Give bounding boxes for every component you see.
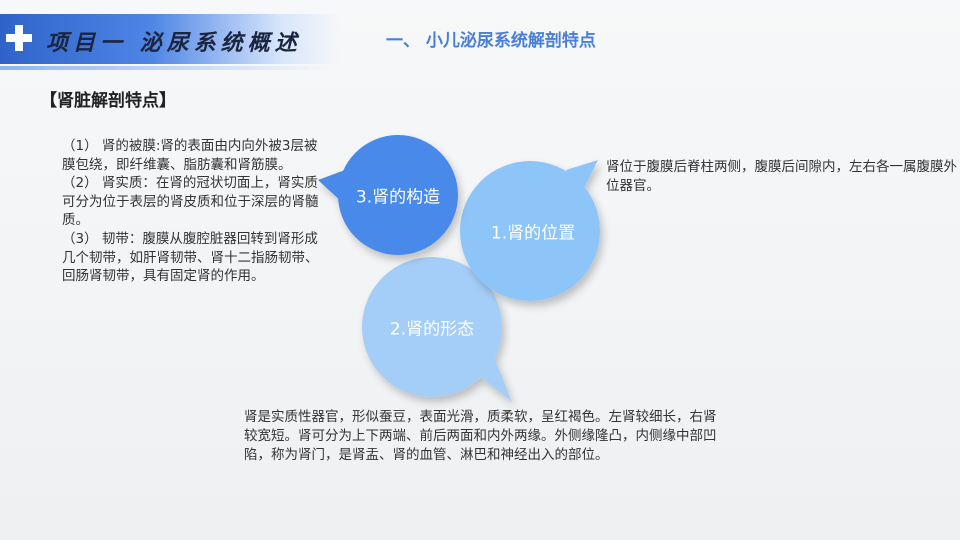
bubble-position-circle (460, 161, 600, 301)
parenchyma-paragraph: （2） 肾实质：在肾的冠状切面上，肾实质可分为位于表层的肾皮质和位于深层的肾髓质… (62, 175, 319, 229)
bubble-structure-tail (318, 170, 345, 204)
capsule-paragraph: （1） 肾的被膜:肾的表面由内向外被3层被膜包绕，即纤维囊、脂肪囊和肾筋膜。 (62, 138, 318, 173)
bubble-label-form: 2.肾的形态 (389, 319, 475, 340)
bubble-form-tail (478, 352, 512, 402)
form-description: 肾是实质性器官，形似蚕豆，表面光滑，质柔软，呈红褐色。左肾较细长，右肾较宽短。肾… (244, 409, 717, 463)
medical-cross-icon (6, 25, 32, 51)
bubble-shape-form (362, 257, 512, 402)
section-title: 项目一 泌尿系统概述 (46, 30, 302, 56)
ligament-paragraph: （3） 韧带：腹膜从腹腔脏器回转到肾形成几个韧带，如肝肾韧带、肾十二指肠韧带、回… (62, 230, 319, 285)
header-band (0, 14, 340, 70)
bubble-structure-circle (338, 135, 458, 255)
position-description: 肾位于腹膜后脊柱两侧，腹膜后间隙内，左右各一属腹膜外位器官。 (606, 159, 957, 194)
subsection-heading: 【肾脏解剖特点】 (40, 91, 176, 111)
structure-description: （1） 肾的被膜:肾的表面由内向外被3层被膜包绕，即纤维囊、脂肪囊和肾筋膜。 （… (62, 137, 324, 286)
sub-title: 一、 小儿泌尿系统解剖特点 (386, 31, 596, 51)
bubble-position-tail (566, 160, 598, 196)
bubble-shape-position (460, 160, 600, 301)
bubble-shape-structure (318, 135, 458, 255)
bubble-label-structure: 3.肾的构造 (355, 187, 441, 208)
bubble-form-circle (362, 257, 502, 397)
bubble-label-position: 1.肾的位置 (490, 223, 576, 244)
